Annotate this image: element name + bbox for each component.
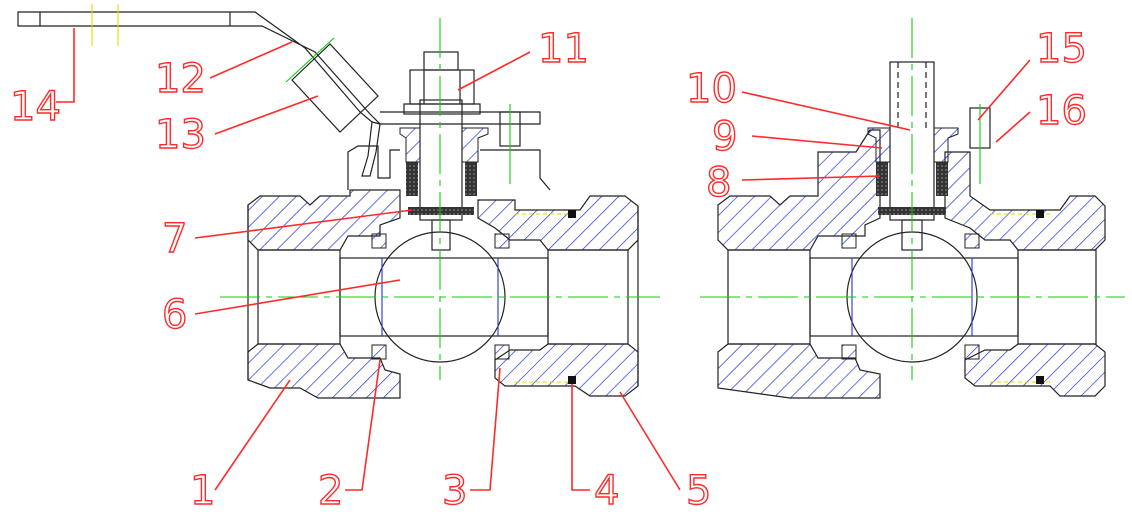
packing-right [465,162,477,196]
label-2: 2 [318,468,343,514]
label-1: 1 [190,468,215,514]
label-4: 4 [594,468,619,514]
label-14: 14 [10,84,61,130]
label-15: 15 [1036,26,1087,72]
r-body-lower-right [965,344,1105,396]
label-13: 13 [155,112,206,158]
label-12: 12 [155,56,206,102]
label-9: 9 [712,114,737,160]
label-16: 16 [1036,88,1087,134]
label-11: 11 [538,26,589,72]
label-5: 5 [686,468,711,514]
label-10: 10 [686,66,737,112]
right-valve-view [700,18,1125,398]
gland-right [462,128,488,162]
stem-top [424,52,458,70]
bonnet-outline [348,146,550,190]
label-7: 7 [162,216,187,262]
r-body-upper-left [718,130,880,250]
packing-left [406,162,418,196]
gland-left [400,128,420,162]
stem [420,100,462,220]
o-ring-bottom [568,376,576,384]
label-3: 3 [442,468,467,514]
seat-left-top [372,234,386,248]
handle-sleeve [292,44,378,132]
label-6: 6 [162,292,187,338]
o-ring-top [568,210,576,218]
body-lower-right [495,344,638,396]
stem-washer [408,207,474,215]
seat-left-bottom [372,345,386,359]
label-8: 8 [706,160,731,206]
seat-right-top [495,234,509,248]
seat-right-bottom [495,345,509,359]
stem-tang [432,220,450,250]
